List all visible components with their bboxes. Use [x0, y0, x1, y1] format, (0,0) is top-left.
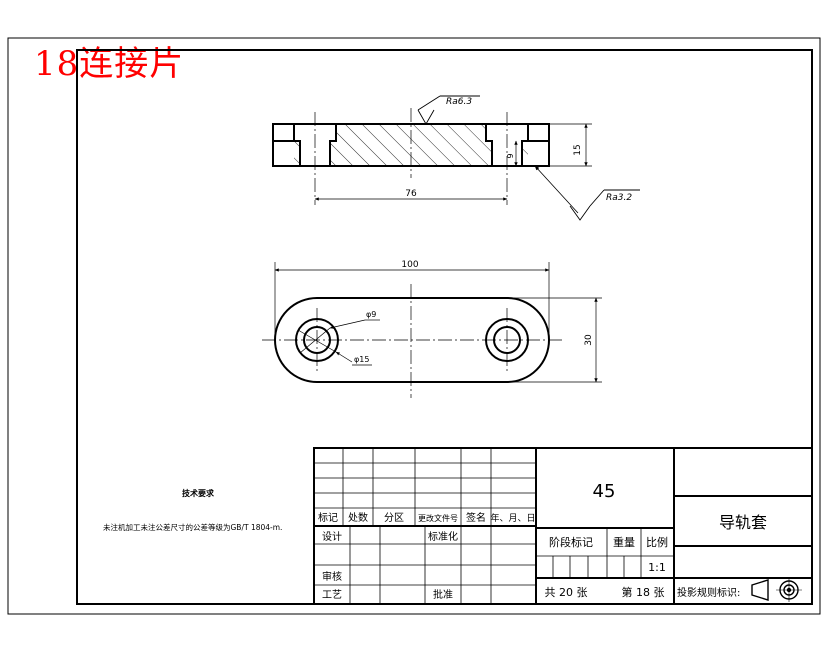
- tb-review: 审核: [322, 570, 342, 583]
- tb-header-zone: 分区: [384, 512, 404, 524]
- section-view: 15 9 76 Ra6.3 Ra3.2: [272, 95, 640, 221]
- tb-total-sheets: 共 20 张: [545, 586, 588, 599]
- tb-header-mark: 标记: [318, 512, 338, 524]
- hole-spacing-dim: 76: [405, 189, 417, 199]
- outer-border: [7, 37, 821, 615]
- tb-scale: 1:1: [648, 561, 666, 574]
- top-view: φ9 φ15 100 30: [262, 260, 602, 398]
- tb-material: 45: [593, 481, 616, 502]
- large-diameter-dim: φ15: [354, 355, 369, 364]
- counterbore-depth-dim: 9: [506, 153, 515, 158]
- roughness-top: Ra6.3: [446, 97, 472, 107]
- tb-header-change-doc: 更改文件号: [418, 513, 458, 523]
- tb-header-date: 年、月、日: [490, 512, 535, 524]
- tb-process: 工艺: [322, 589, 342, 601]
- projection-symbol-icon: [751, 578, 802, 602]
- tb-stage-mark: 阶段标记: [549, 535, 593, 549]
- overall-length-dim: 100: [401, 260, 418, 270]
- tb-weight: 重量: [613, 535, 635, 549]
- tb-approve: 批准: [433, 588, 453, 601]
- small-diameter-dim: φ9: [366, 310, 376, 319]
- roughness-side: Ra3.2: [606, 193, 632, 203]
- tb-scale-label: 比例: [646, 535, 668, 549]
- tb-design: 设计: [322, 530, 342, 543]
- width-dim: 30: [584, 334, 594, 346]
- tb-header-signature: 签名: [466, 511, 486, 524]
- notes-text: 未注机加工未注公差尺寸的公差等级为GB/T 1804-m.: [103, 522, 282, 532]
- thickness-dim: 15: [573, 144, 583, 155]
- tb-standardization: 标准化: [428, 530, 458, 543]
- notes-heading: 技术要求: [182, 488, 215, 498]
- tb-sheet-number: 第 18 张: [622, 585, 665, 599]
- tb-header-count: 处数: [348, 511, 368, 524]
- tb-projection-label: 投影规则标识:: [677, 586, 740, 599]
- tb-part-name: 导轨套: [719, 513, 767, 532]
